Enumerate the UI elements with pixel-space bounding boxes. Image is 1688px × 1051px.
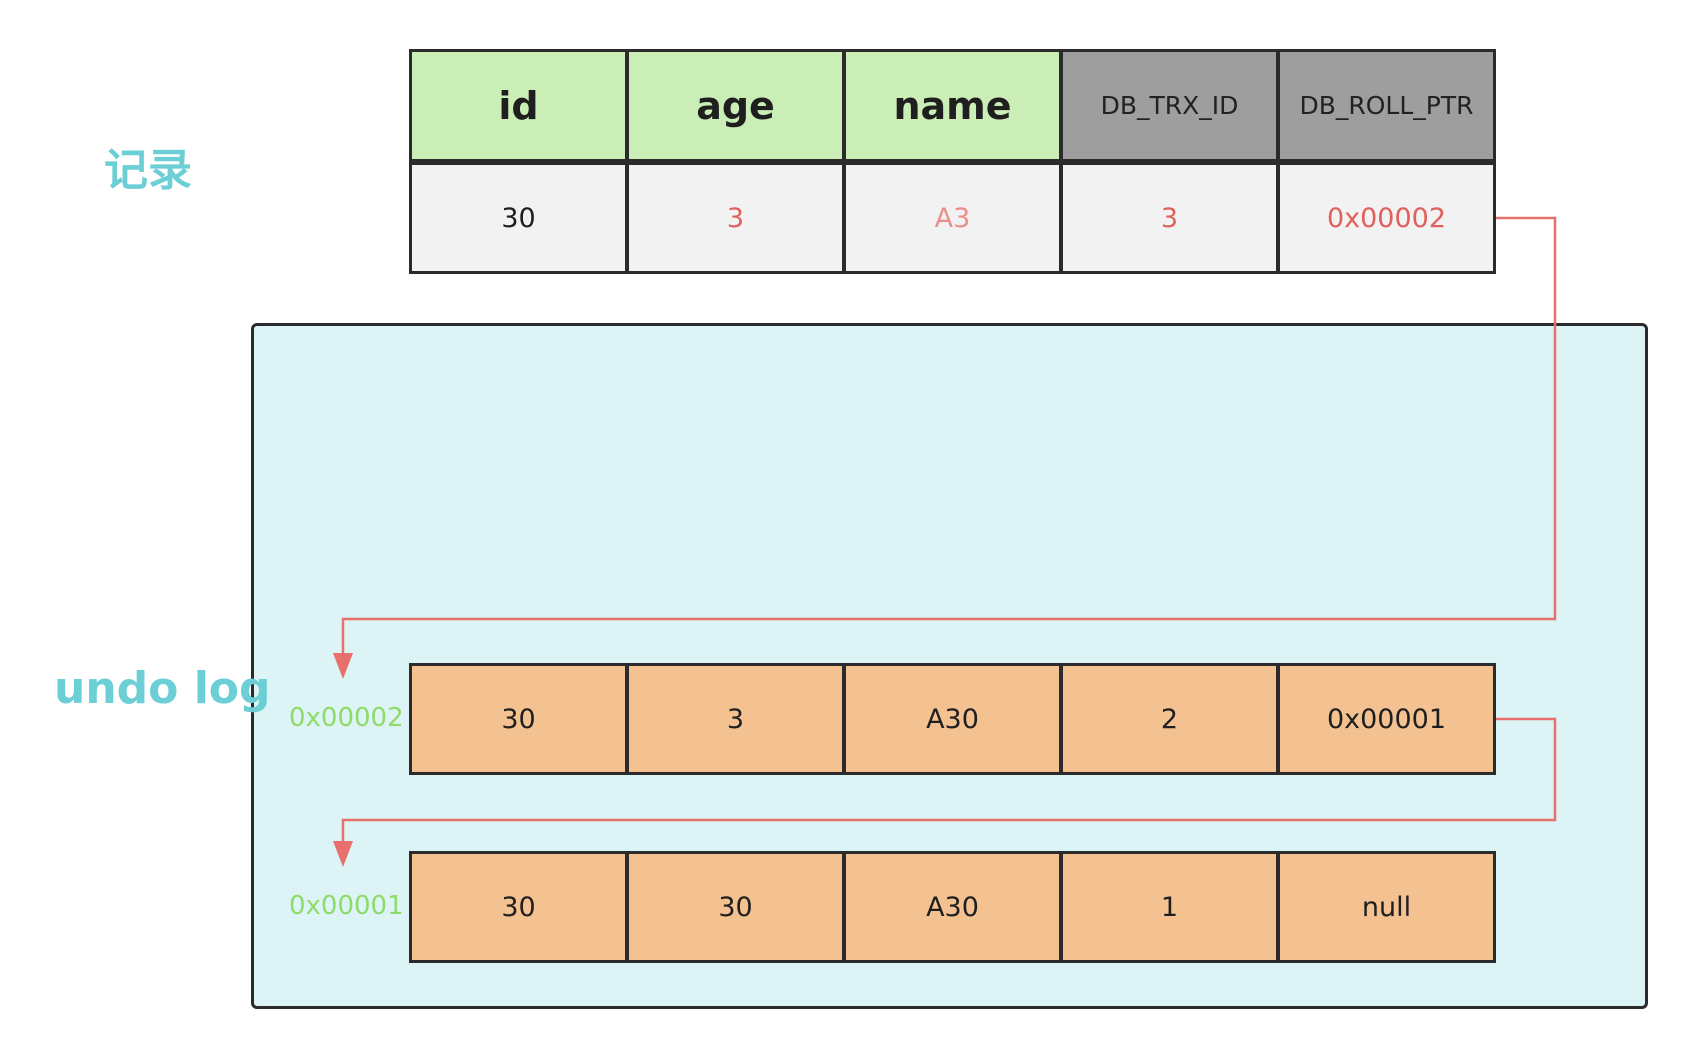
- undo-row-address: 0x00001: [289, 891, 404, 921]
- header-cell-db-roll-ptr: DB_ROLL_PTR: [1277, 49, 1496, 162]
- undo-cell-name: A30: [843, 663, 1062, 775]
- roll-ptr-arrow-undo-to-undo: [341, 717, 1557, 856]
- undo-cell-age: 30: [626, 851, 845, 963]
- roll-ptr-arrowhead: [333, 841, 353, 867]
- undo-cell-id: 30: [409, 851, 628, 963]
- undo-cell-name: A30: [843, 851, 1062, 963]
- undo-cell-db-roll-ptr: 0x00001: [1277, 663, 1496, 775]
- header-cell-db-trx-id: DB_TRX_ID: [1060, 49, 1279, 162]
- record-cell-db-roll-ptr: 0x00002: [1277, 162, 1496, 274]
- header-cell-age: age: [626, 49, 845, 162]
- undo-row-address: 0x00002: [289, 703, 404, 733]
- undo-cell-db-roll-ptr: null: [1277, 851, 1496, 963]
- undo-cell-db-trx-id: 2: [1060, 663, 1279, 775]
- roll-ptr-arrow-record-to-undo: [341, 216, 1557, 668]
- record-label: 记录: [104, 145, 192, 196]
- undo-log-label: undo log: [54, 663, 271, 714]
- undo-cell-db-trx-id: 1: [1060, 851, 1279, 963]
- roll-ptr-arrowhead: [333, 653, 353, 679]
- record-cell-age: 3: [626, 162, 845, 274]
- record-cell-name: A3: [843, 162, 1062, 274]
- header-cell-name: name: [843, 49, 1062, 162]
